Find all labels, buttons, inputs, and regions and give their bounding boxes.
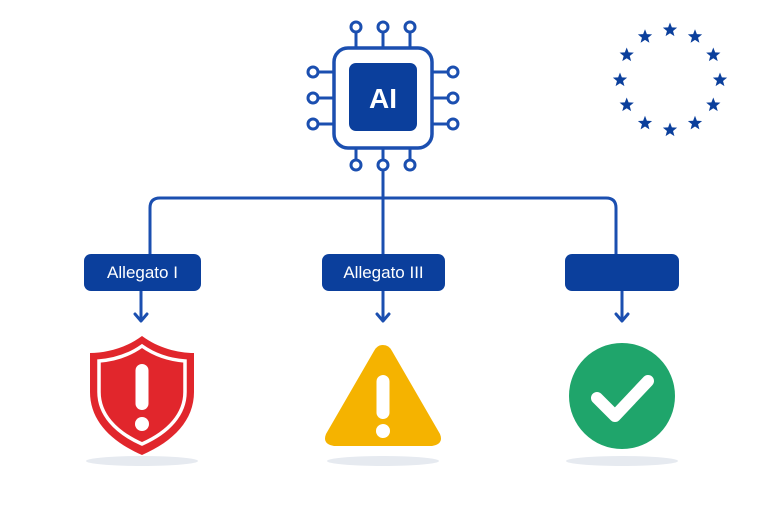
ai-chip-label: AI: [369, 83, 397, 114]
star-icon: [687, 29, 703, 43]
shadow: [327, 456, 439, 466]
star-icon: [662, 22, 678, 37]
star-icon: [662, 122, 678, 137]
connector-lines: [139, 170, 624, 320]
star-icon: [619, 47, 634, 62]
branch-label-text: Allegato III: [343, 263, 423, 282]
shadow: [86, 456, 198, 466]
branch-label-text: Allegato I: [107, 263, 178, 282]
star-icon: [706, 97, 721, 112]
warning-shield-icon: [90, 336, 194, 455]
star-icon: [712, 72, 728, 87]
star-icon: [619, 97, 634, 112]
branch-label-allegato-iii: Allegato III: [322, 254, 445, 291]
branch-label-allegato-i: Allegato I: [84, 254, 201, 291]
eu-stars-icon: [612, 22, 728, 137]
arrow-down-icon: [375, 312, 391, 323]
check-circle-icon: [569, 343, 675, 449]
arrowheads: [133, 312, 630, 323]
branch-label-blank: [565, 254, 679, 291]
star-icon: [637, 115, 653, 130]
star-icon: [706, 47, 721, 62]
shadow: [566, 456, 678, 466]
arrow-down-icon: [133, 312, 149, 323]
star-icon: [687, 115, 703, 130]
star-icon: [612, 72, 628, 87]
ai-chip-core: [349, 63, 417, 131]
star-icon: [637, 29, 653, 43]
arrow-down-icon: [614, 312, 630, 323]
ai-chip-icon: [306, 20, 460, 172]
warning-triangle-icon: [325, 345, 441, 446]
